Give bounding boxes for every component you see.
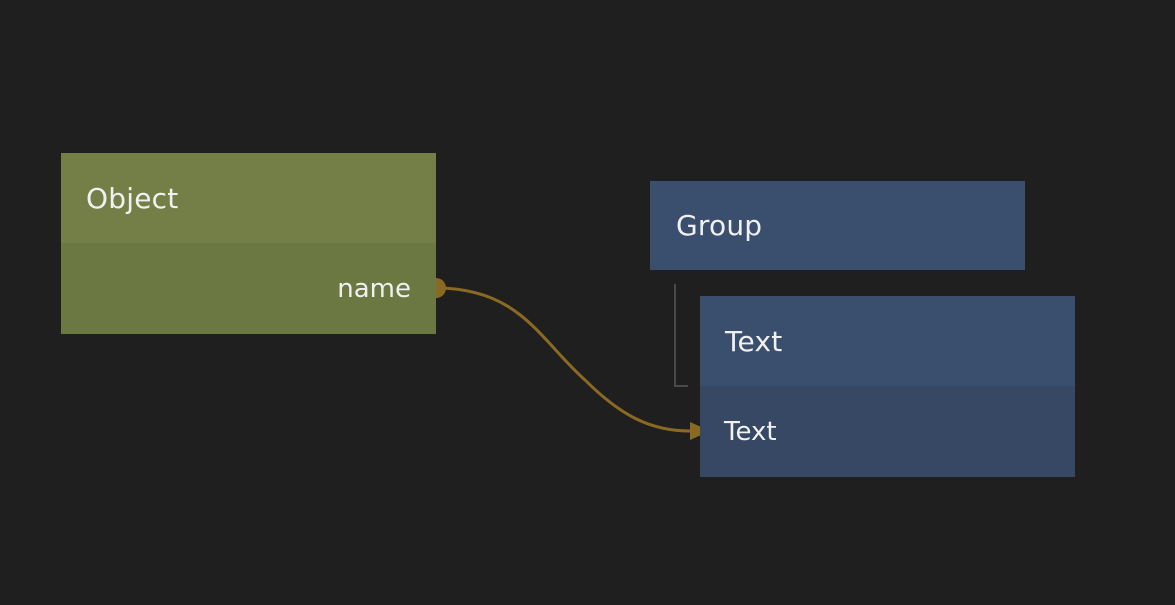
- group-node-title: Group: [676, 209, 763, 242]
- text-node[interactable]: Text Text: [700, 296, 1075, 477]
- hierarchy-bracket: [674, 284, 688, 387]
- group-node[interactable]: Group: [650, 181, 1025, 270]
- connection-wire[interactable]: [435, 286, 691, 433]
- object-node-title: Object: [61, 153, 436, 243]
- object-output-port-label: name: [337, 273, 411, 304]
- text-input-port-label: Text: [724, 416, 777, 447]
- text-node-title: Text: [700, 296, 1075, 386]
- object-node[interactable]: Object name: [61, 153, 436, 334]
